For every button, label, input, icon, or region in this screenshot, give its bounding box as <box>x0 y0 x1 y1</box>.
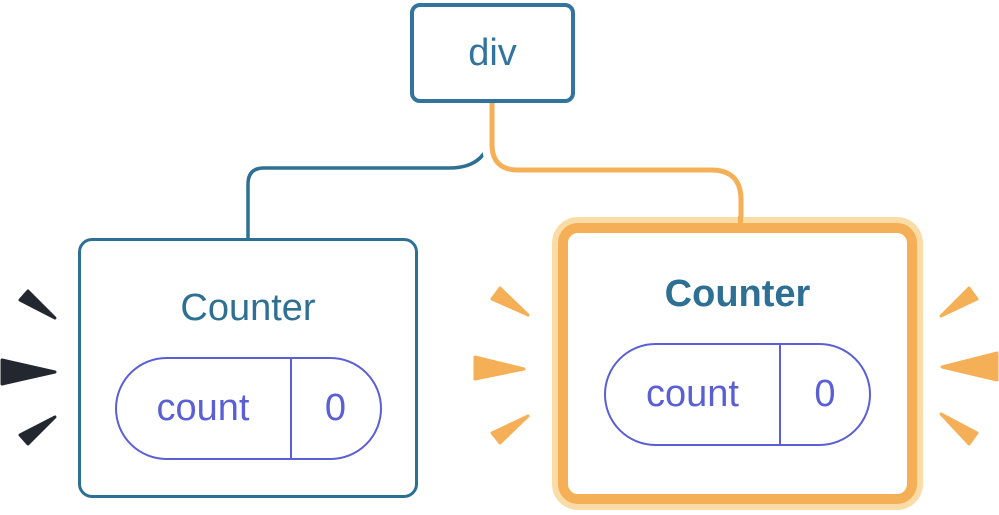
sparkle-icon <box>18 415 57 446</box>
state-key: count <box>156 387 250 429</box>
sparkle-icon <box>0 358 57 386</box>
state-value: 0 <box>289 359 380 458</box>
state-pill: count 0 <box>604 343 871 446</box>
counter-card-left: Counter count 0 <box>78 238 418 498</box>
state-key: count <box>646 373 739 415</box>
sparkle-group-left <box>0 289 57 446</box>
state-pill: count 0 <box>114 357 382 460</box>
sparkle-icon <box>18 289 57 320</box>
edge-root-to-right-counter-channel <box>482 101 751 232</box>
sparkle-group-middle <box>473 286 530 445</box>
sparkle-icon <box>939 286 979 318</box>
sparkle-group-right <box>939 286 999 446</box>
sparkle-icon <box>490 286 530 317</box>
root-node-label: div <box>468 31 517 74</box>
sparkle-icon <box>473 355 526 381</box>
sparkle-icon <box>490 414 530 445</box>
component-title: Counter <box>664 273 811 315</box>
component-title: Counter <box>180 287 316 329</box>
sparkle-icon <box>940 351 999 382</box>
edge-root-to-right-counter <box>489 101 744 232</box>
root-node: div <box>410 3 575 103</box>
counter-card-right: Counter count 0 <box>558 223 917 504</box>
state-value: 0 <box>779 345 869 444</box>
sparkle-icon <box>939 412 979 446</box>
edge-tip-right <box>738 216 743 233</box>
edge-root-to-left-counter <box>246 101 493 241</box>
